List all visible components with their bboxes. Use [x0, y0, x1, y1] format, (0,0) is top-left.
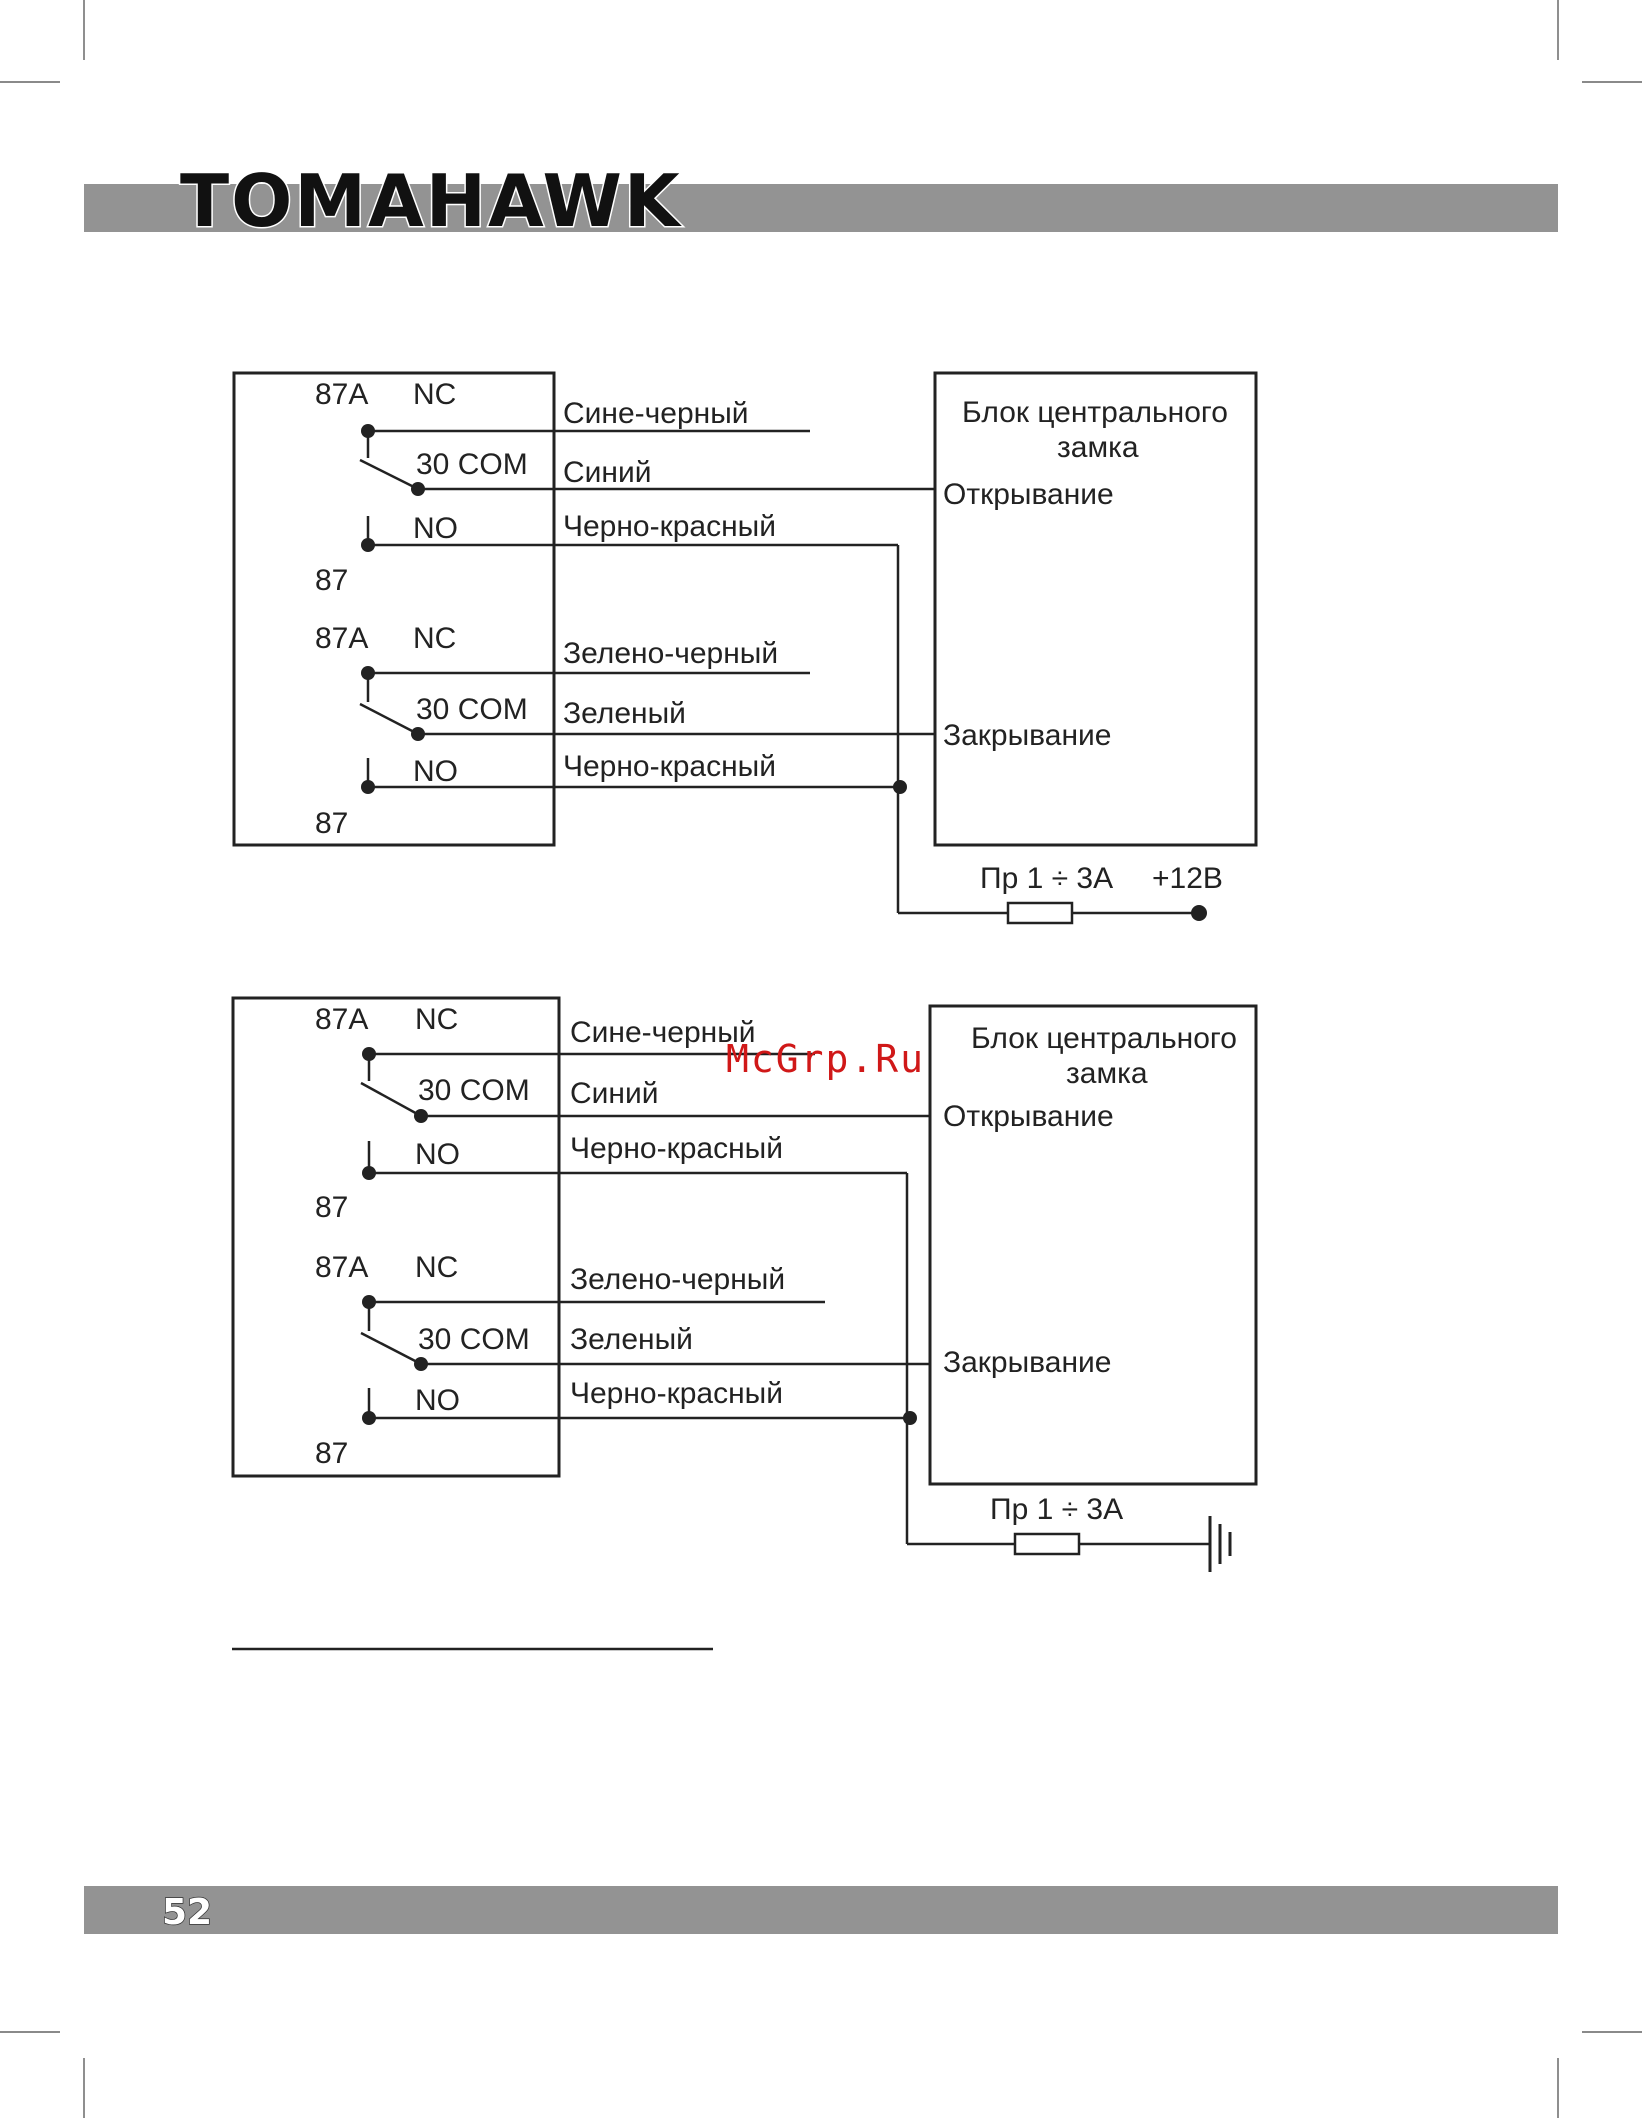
relay1-87a-label: 87A [315, 1003, 368, 1036]
fuse-label: Пр 1 ÷ 3А [990, 1493, 1123, 1526]
relay1-87-label: 87 [315, 1191, 348, 1224]
fuse [1006, 901, 1074, 925]
lock-unit [928, 1004, 1258, 1486]
wire-label: Черно-красный [563, 510, 776, 543]
relay2-no-label: NO [415, 1384, 460, 1417]
relay2-com-label: 30 COM [418, 1323, 530, 1356]
relay2-87a-label: 87A [315, 622, 368, 655]
diagram-top: 87A NC 30 COM NO 87 87A NC 30 COM NO 87 … [232, 371, 1258, 925]
lock-close-label: Закрывание [943, 1346, 1111, 1379]
relay2-nc-label: NC [413, 622, 456, 655]
lock-open-label: Открывание [943, 478, 1114, 511]
lock-unit-title: Блок центрального [971, 1022, 1237, 1055]
relay2-no-label: NO [413, 755, 458, 788]
lock-unit-title: замка [1066, 1057, 1148, 1090]
brand-logo: TOMAHAWK [180, 159, 682, 243]
wire-label: Зеленый [570, 1323, 693, 1356]
lock-open-label: Открывание [943, 1100, 1114, 1133]
lock-unit-title: замка [1057, 431, 1139, 464]
relay2-nc-label: NC [415, 1251, 458, 1284]
relay1-com-label: 30 COM [416, 448, 528, 481]
wire-label: Сине-черный [563, 397, 749, 430]
relay2-87-label: 87 [315, 1437, 348, 1470]
supply-label: +12В [1152, 862, 1223, 895]
relay1-87-label: 87 [315, 564, 348, 597]
wire-label: Зелено-черный [570, 1263, 785, 1296]
relay1-no-label: NO [415, 1138, 460, 1171]
relay1-nc-label: NC [415, 1003, 458, 1036]
relay2-87a-label: 87A [315, 1251, 368, 1284]
relay1-com-label: 30 COM [418, 1074, 530, 1107]
wire-label: Синий [563, 456, 652, 489]
wire-label: Зеленый [563, 697, 686, 730]
fuse [1013, 1532, 1081, 1556]
relay1-87a-label: 87A [315, 378, 368, 411]
relay2-87-label: 87 [315, 807, 348, 840]
wire-label: Черно-красный [570, 1132, 783, 1165]
relay-block [232, 371, 556, 847]
page-number: 52 [162, 1892, 212, 1933]
relay2-com-label: 30 COM [416, 693, 528, 726]
lock-unit [933, 371, 1258, 847]
wire-label: Синий [570, 1077, 659, 1110]
fuse-label: Пр 1 ÷ 3А [980, 862, 1113, 895]
wire-label: Черно-красный [563, 750, 776, 783]
wire-label: Сине-черный [570, 1016, 756, 1049]
diagram-bottom: 87A NC 30 COM NO 87 87A NC 30 COM NO 87 … [231, 996, 1258, 1572]
relay1-nc-label: NC [413, 378, 456, 411]
relay1-no-label: NO [413, 512, 458, 545]
header-bar [84, 184, 1558, 232]
lock-close-label: Закрывание [943, 719, 1111, 752]
wire-label: Зелено-черный [563, 637, 778, 670]
wire-label: Черно-красный [570, 1377, 783, 1410]
ground-icon [1208, 1516, 1232, 1572]
footer-bar [84, 1886, 1558, 1934]
relay-block [231, 996, 561, 1478]
lock-unit-title: Блок центрального [962, 396, 1228, 429]
watermark: McGrp.Ru [726, 1037, 925, 1081]
